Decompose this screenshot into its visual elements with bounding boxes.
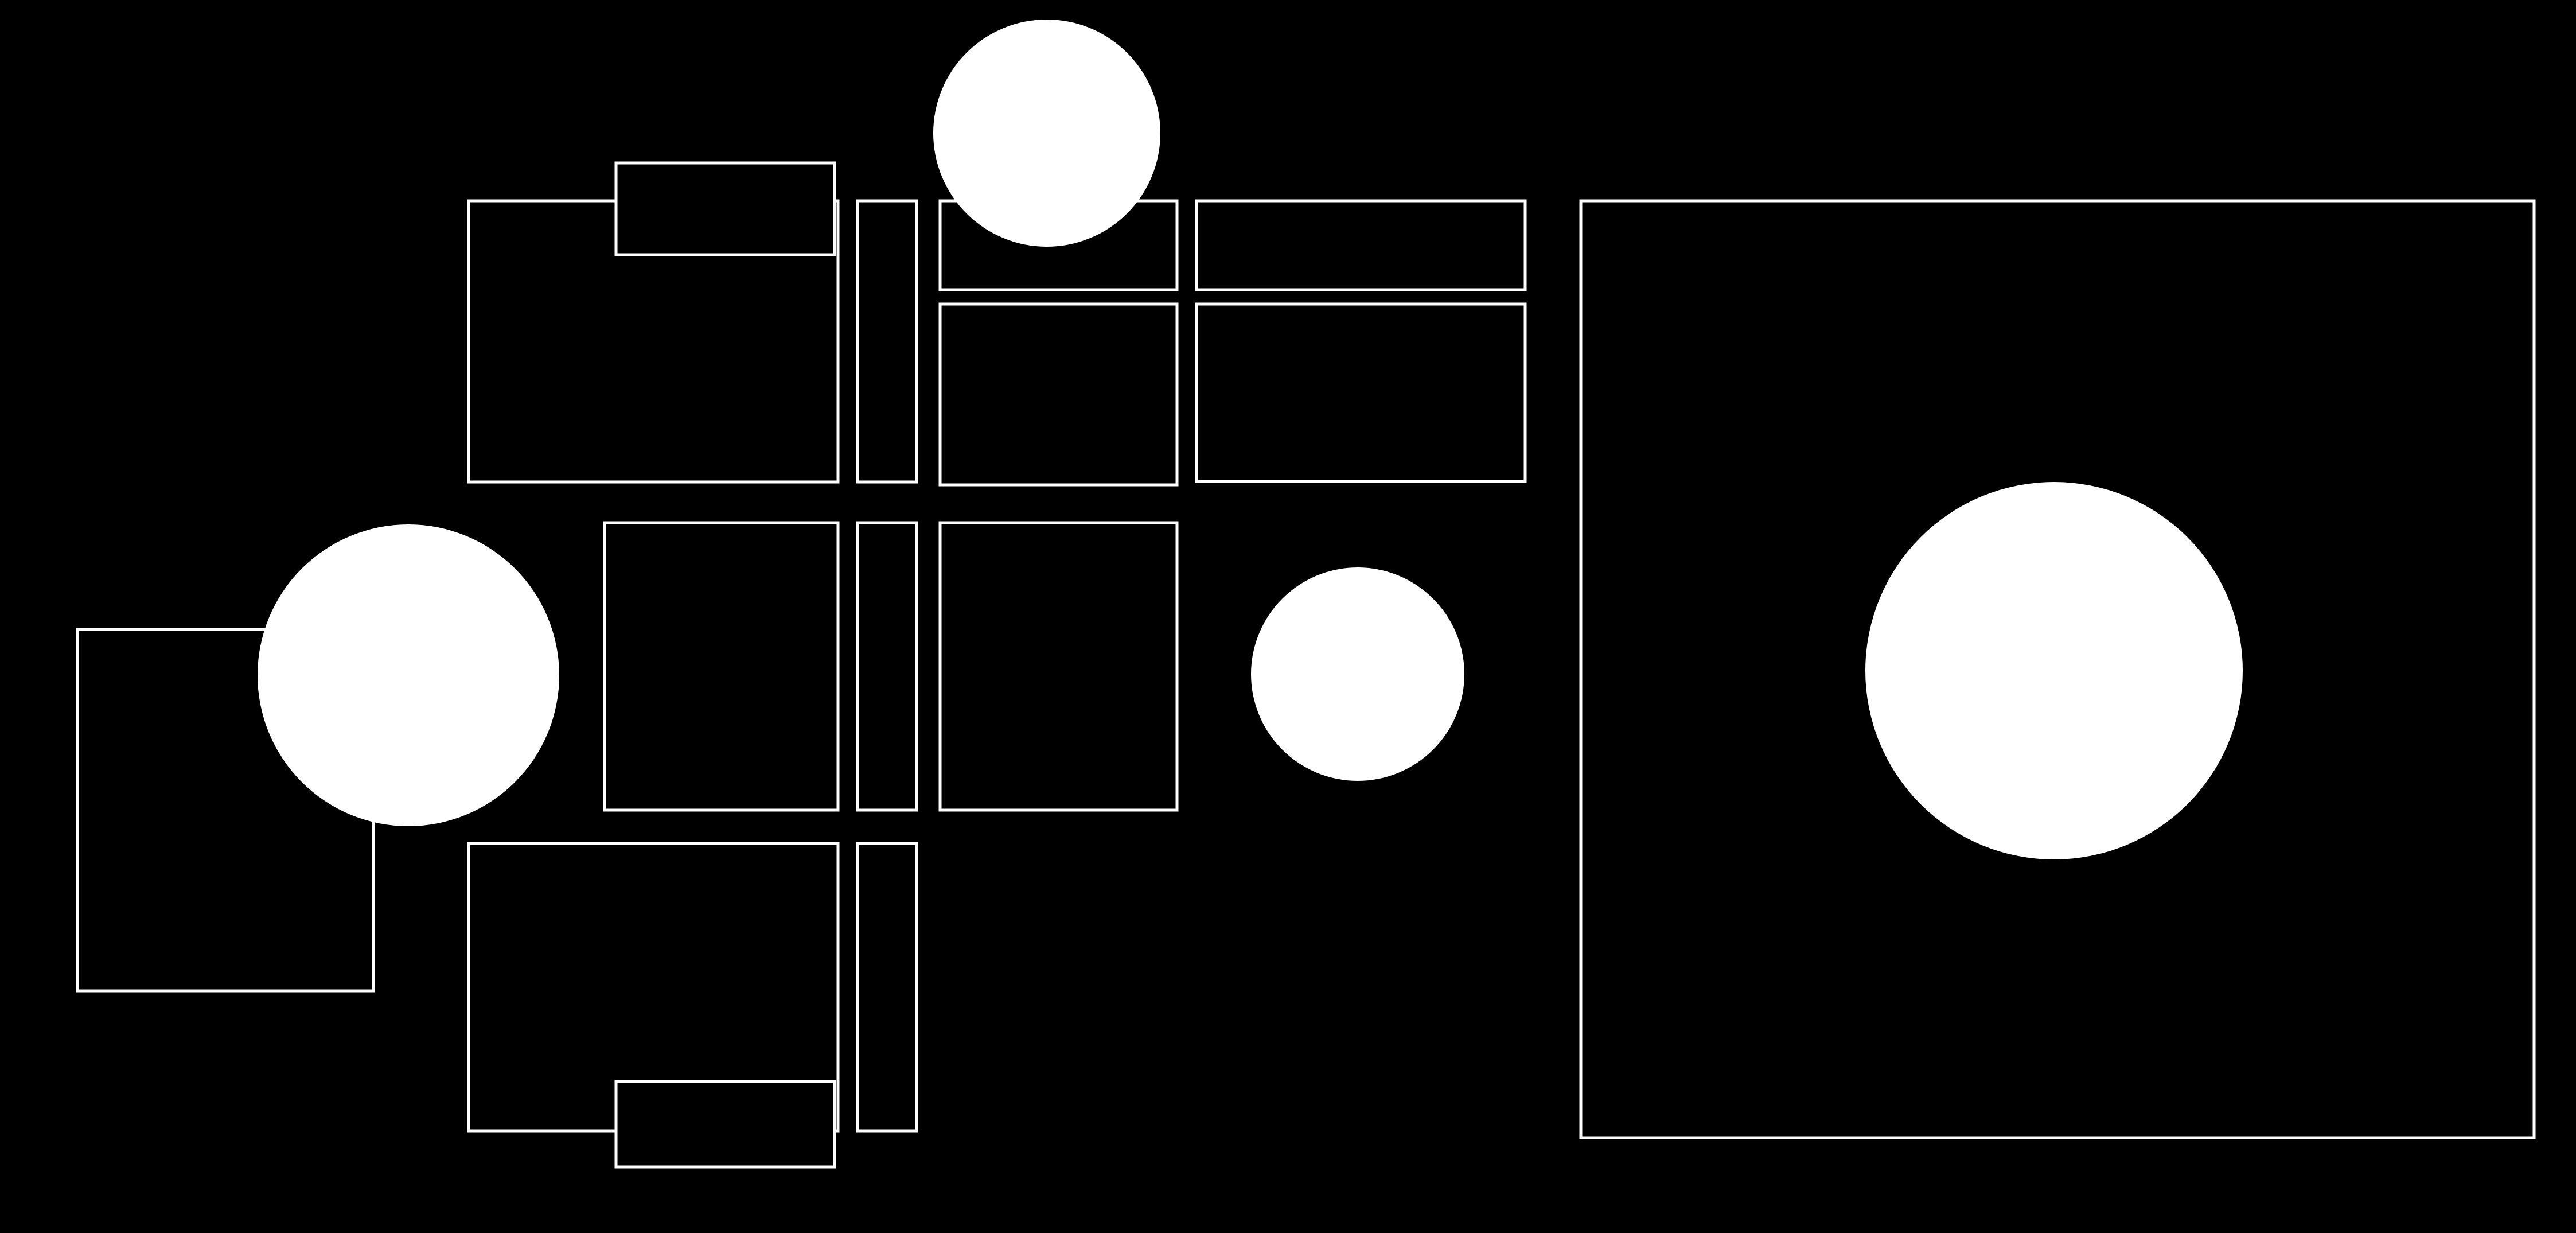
- bottom-folder-tab: [614, 1080, 836, 1169]
- middle-rect-left: [603, 521, 840, 812]
- bottom-vertical-bar: [856, 842, 918, 1133]
- left-filled-circle: [258, 524, 559, 826]
- second-row-rect-right: [1195, 302, 1527, 483]
- middle-rect-right: [938, 521, 1179, 812]
- top-row-rect-wide: [1195, 199, 1527, 291]
- top-filled-circle: [933, 20, 1160, 247]
- right-filled-circle: [1865, 482, 2243, 859]
- second-row-rect-left: [938, 302, 1179, 487]
- top-vertical-bar: [856, 199, 918, 484]
- middle-vertical-bar: [856, 521, 918, 812]
- top-folder-tab: [614, 161, 836, 256]
- center-filled-circle: [1251, 567, 1464, 781]
